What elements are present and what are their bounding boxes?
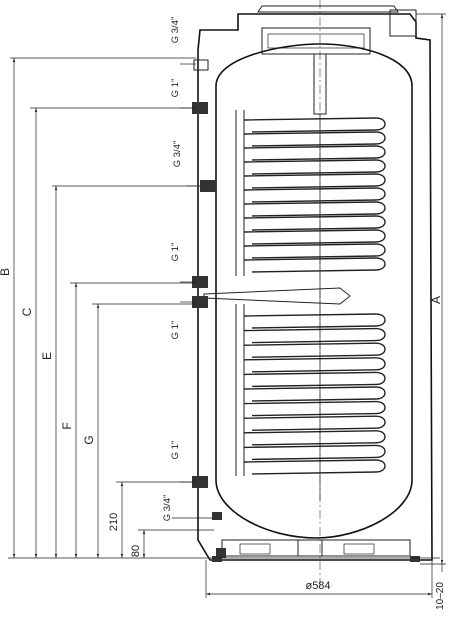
dim-label-g: G — [82, 435, 96, 444]
coil-loop — [243, 371, 386, 388]
conn-label-g34-side: G 3/4" — [172, 141, 183, 168]
lower-heat-coil — [243, 313, 386, 475]
tank-body — [215, 43, 413, 539]
dim-label-210: 210 — [108, 513, 120, 531]
coil-loop — [243, 131, 386, 147]
coil-loop — [243, 342, 386, 358]
coil-loop — [243, 257, 386, 273]
insulation-jacket — [197, 13, 433, 561]
label-leaders — [172, 63, 214, 519]
conn-label-g1-mid: G 1" — [170, 243, 181, 262]
coil-loop — [243, 187, 386, 203]
coil-loop — [243, 357, 386, 373]
conn-label-g34-bottom: G 3/4" — [162, 495, 173, 522]
dim-label-f: F — [60, 422, 74, 429]
anode-rod — [313, 53, 327, 500]
coil-loop — [243, 159, 386, 175]
coil-loop — [243, 145, 386, 161]
dim-label-b: B — [0, 268, 12, 276]
coil-loop — [243, 386, 386, 402]
coil-loop — [243, 173, 386, 189]
connection-stubs — [192, 59, 226, 558]
conn-label-top: G 3/4" — [170, 17, 181, 44]
coil-loop — [243, 215, 386, 231]
dim-label-80: 80 — [130, 545, 142, 557]
coil-loop — [243, 117, 386, 133]
base — [212, 539, 420, 562]
coil-loop — [243, 430, 386, 446]
coil-loop — [243, 444, 386, 461]
dim-label-c: C — [20, 307, 34, 316]
dim-label-e: E — [40, 352, 54, 360]
dim-label-feet: 10–20 — [435, 582, 446, 610]
coil-loop — [243, 243, 386, 259]
dimension-lines — [8, 13, 446, 598]
coil-loop — [243, 327, 386, 344]
coil-risers — [203, 110, 351, 476]
coil-loop — [243, 415, 386, 431]
coil-loop — [243, 459, 386, 475]
dim-label-a: A — [429, 296, 443, 304]
coil-loop — [243, 313, 386, 329]
dim-label-diameter: ø584 — [305, 580, 330, 592]
conn-label-g1-lower: G 1" — [170, 441, 181, 460]
coil-loop — [243, 400, 386, 417]
conn-label-g1-upper: G 1" — [170, 79, 181, 98]
coil-loop — [243, 201, 386, 217]
upper-heat-coil — [243, 117, 386, 273]
conn-label-g1-mid2: G 1" — [170, 321, 181, 340]
coil-loop — [243, 229, 386, 245]
